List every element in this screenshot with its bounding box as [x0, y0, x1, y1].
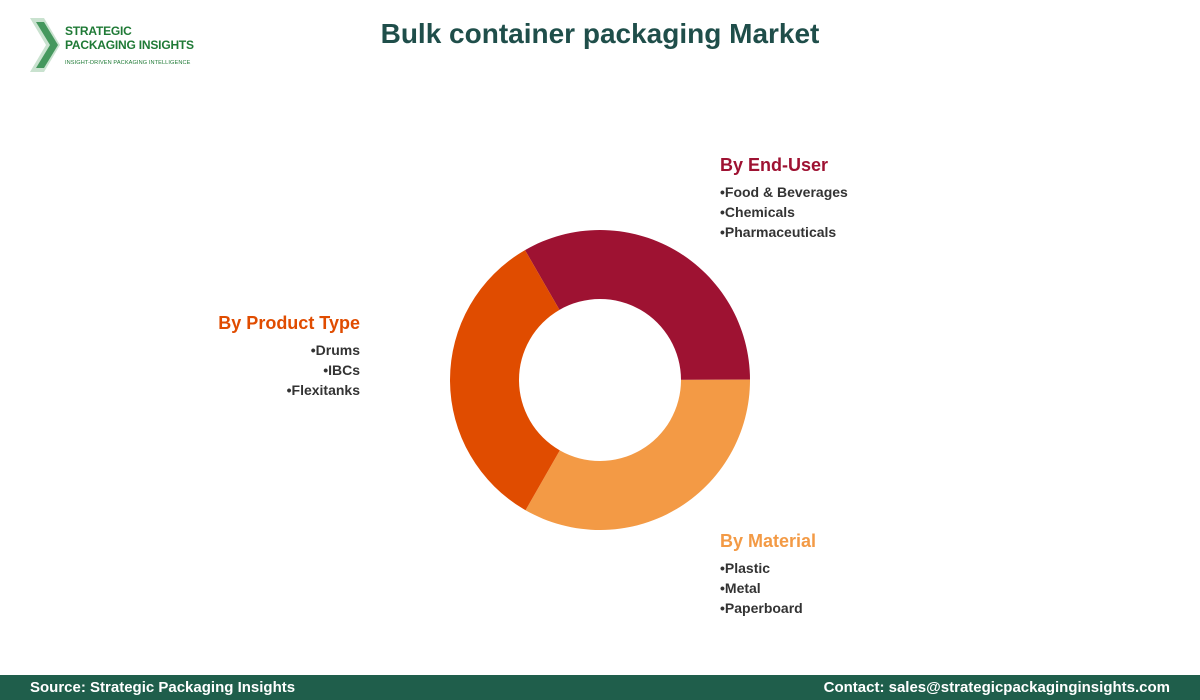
legend-material-item: Paperboard	[720, 598, 816, 618]
legend-end-user-title: By End-User	[720, 155, 829, 175]
footer-source: Source: Strategic Packaging Insights	[30, 679, 296, 696]
legend-end-user-item: Food & Beverages	[720, 182, 848, 202]
legend-product-type-item: Drums	[218, 340, 360, 360]
legend-product-type-item: IBCs	[218, 360, 360, 380]
legend-material-item: Metal	[720, 578, 816, 598]
legend-product-type-item: Flexitanks	[218, 380, 360, 400]
logo-chevron-icon	[30, 18, 60, 72]
chart-title: Bulk container packaging Market	[380, 18, 820, 49]
donut-slice-by-material	[525, 379, 750, 530]
legend-material-item: Plastic	[720, 558, 816, 578]
legend-product-type-title: By Product Type	[218, 313, 360, 333]
footer-bar: Source: Strategic Packaging Insights Con…	[0, 675, 1200, 700]
legend-product-type-list: Drums IBCs Flexitanks	[218, 340, 360, 400]
logo-name: STRATEGIC PACKAGING INSIGHTS	[65, 24, 194, 52]
logo-name-line2: PACKAGING INSIGHTS	[65, 38, 194, 52]
legend-material: By Material Plastic Metal Paperboard	[720, 531, 816, 618]
legend-end-user-list: Food & Beverages Chemicals Pharmaceutica…	[720, 182, 848, 242]
donut-slice-by-end-user	[525, 229, 750, 380]
legend-end-user: By End-User Food & Beverages Chemicals P…	[720, 155, 848, 242]
footer-contact: Contact: sales@strategicpackaginginsight…	[823, 679, 1170, 696]
legend-end-user-item: Chemicals	[720, 202, 848, 222]
logo-name-line1: STRATEGIC	[65, 24, 132, 38]
logo-tagline: INSIGHT-DRIVEN PACKAGING INTELLIGENCE	[65, 60, 191, 66]
legend-end-user-item: Pharmaceuticals	[720, 222, 848, 242]
legend-material-title: By Material	[720, 531, 817, 551]
donut-slice-by-product-type	[450, 250, 560, 511]
brand-logo: STRATEGIC PACKAGING INSIGHTS INSIGHT-DRI…	[30, 18, 200, 72]
legend-material-list: Plastic Metal Paperboard	[720, 558, 816, 618]
legend-product-type: By Product Type Drums IBCs Flexitanks	[218, 313, 360, 400]
